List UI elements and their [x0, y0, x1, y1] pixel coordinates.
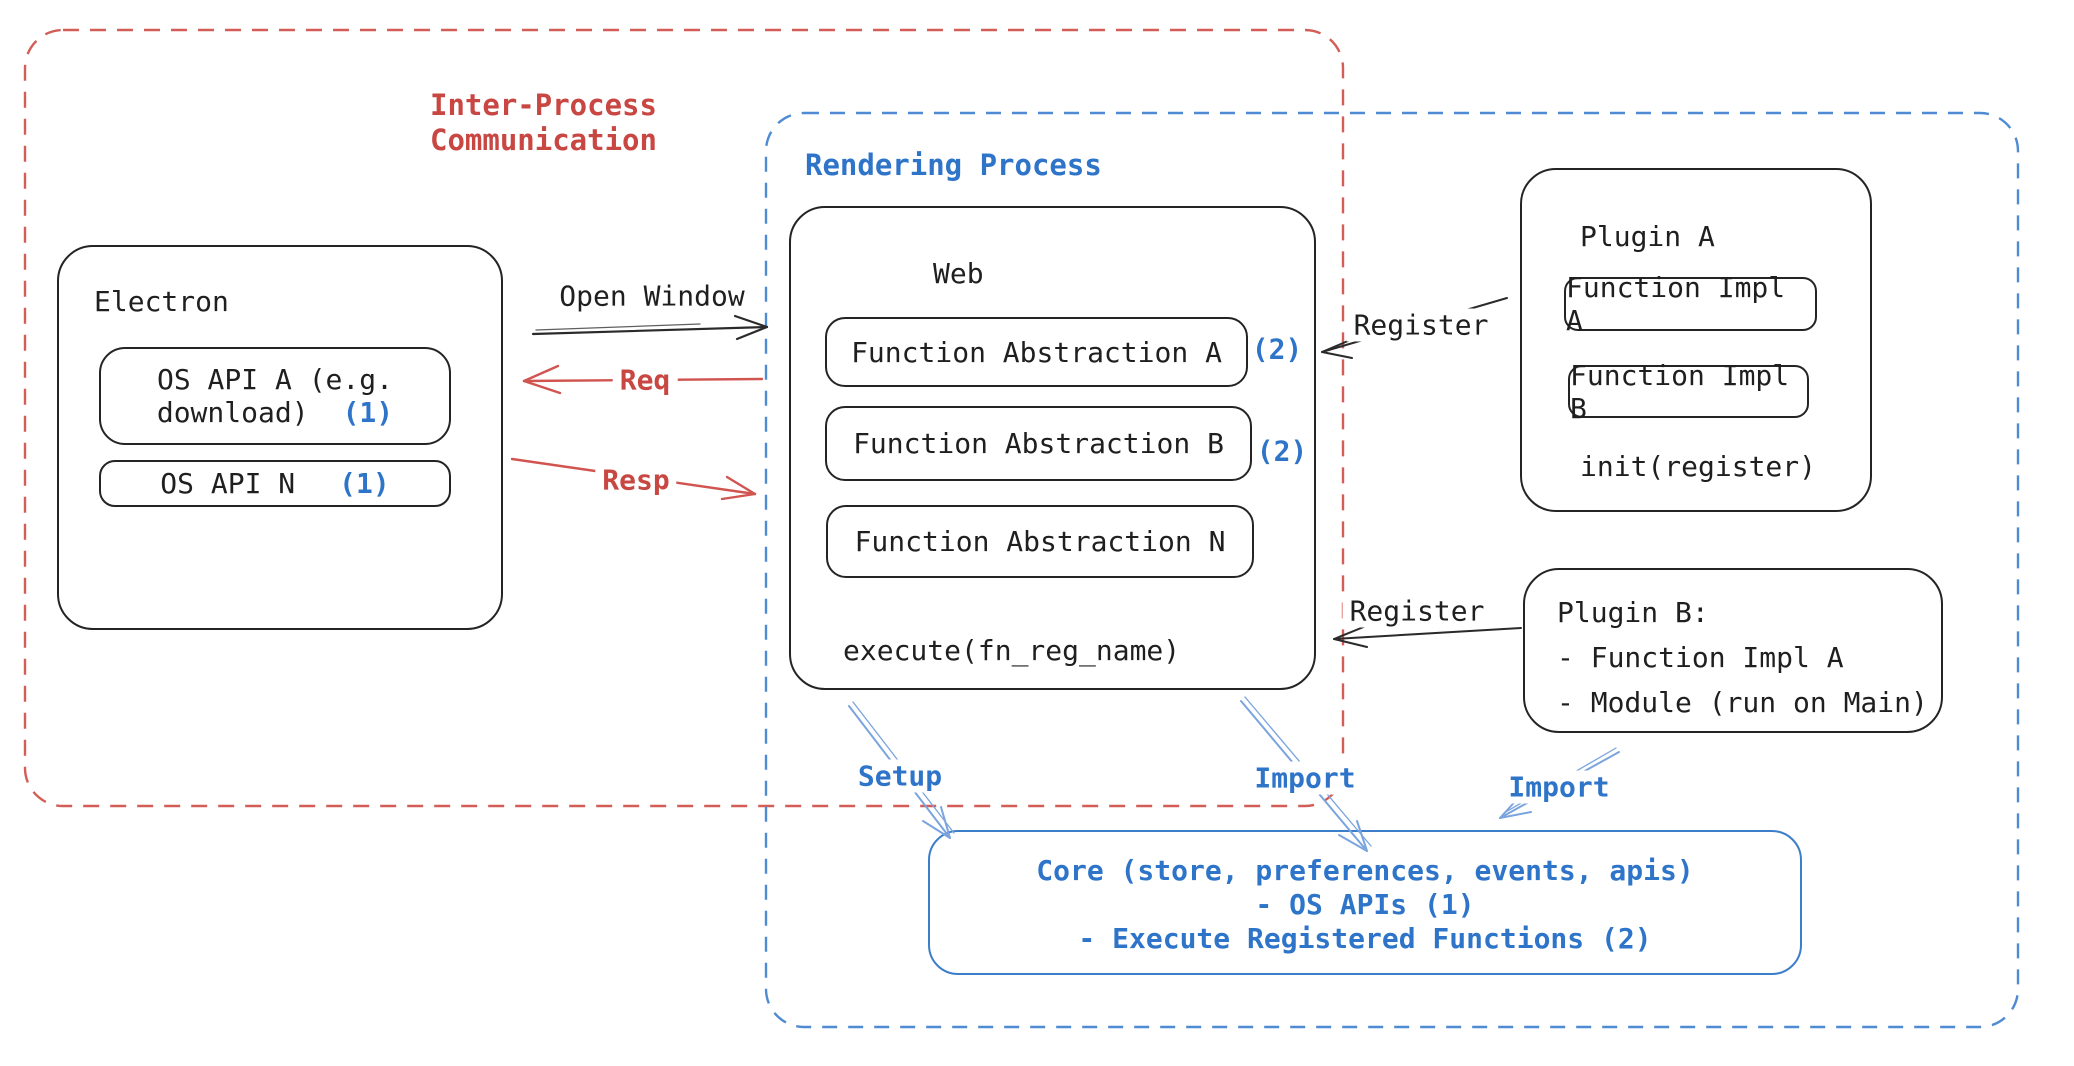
fn-abstraction-n-label: Function Abstraction N: [854, 525, 1226, 558]
open-window-label: Open Window: [559, 279, 745, 313]
fn-abstraction-b-box: Function Abstraction B: [825, 406, 1252, 481]
plugin-a-title: Plugin A: [1580, 220, 1715, 253]
core-line-3: - Execute Registered Functions (2): [1078, 922, 1652, 955]
setup-label: Setup: [850, 759, 950, 793]
core-line-1: Core (store, preferences, events, apis): [1036, 854, 1694, 887]
web-box: Web Function Abstraction A (2) Function …: [789, 206, 1316, 690]
electron-title: Electron: [94, 285, 229, 318]
os-api-n-tag: (1): [339, 467, 390, 500]
open-window-arrow: [531, 314, 769, 341]
import-mid-label: Import: [1247, 761, 1363, 795]
plugin-b-title: Plugin B:: [1557, 596, 1709, 629]
os-api-a-tag: (1): [342, 396, 394, 429]
register-top-label: Register: [1346, 308, 1496, 342]
import-right-label: Import: [1501, 770, 1617, 804]
req-label: Req: [612, 363, 678, 397]
fn-abstraction-a-box: Function Abstraction A: [825, 317, 1248, 387]
ipc-group-label: Inter-Process Communication: [430, 88, 657, 158]
fn-abstraction-b-tag: (2): [1256, 434, 1308, 468]
fn-abstraction-a-tag: (2): [1251, 332, 1303, 366]
fn-impl-a-box: Function Impl A: [1564, 271, 1817, 337]
os-api-a-box: OS API A (e.g. download) (1): [99, 347, 451, 445]
plugin-b-item-2: - Module (run on Main): [1557, 686, 1928, 719]
ipc-group-label-line1: Inter-Process: [430, 88, 657, 122]
fn-impl-b-box: Function Impl B: [1568, 358, 1809, 425]
electron-box: Electron OS API A (e.g. download) (1) OS…: [57, 245, 503, 630]
fn-impl-a-label: Function Impl A: [1566, 271, 1786, 337]
rendering-group-label: Rendering Process: [805, 148, 1102, 182]
register-bottom-arrow: [1333, 625, 1522, 648]
ipc-group-label-line2: Communication: [430, 123, 657, 157]
register-bottom-label: Register: [1342, 594, 1492, 628]
os-api-a-line1: OS API A (e.g.: [156, 363, 393, 396]
resp-label: Resp: [595, 463, 677, 497]
fn-abstraction-n-box: Function Abstraction N: [826, 505, 1254, 578]
execute-label: execute(fn_reg_name): [843, 634, 1181, 667]
fn-impl-b-label: Function Impl B: [1570, 358, 1790, 425]
plugin-b-box: Plugin B: - Function Impl A - Module (ru…: [1523, 568, 1943, 733]
plugin-a-box: Plugin A Function Impl A Function Impl B…: [1520, 168, 1872, 512]
plugin-b-item-1: - Function Impl A: [1557, 641, 1844, 674]
fn-abstraction-b-label: Function Abstraction B: [853, 427, 1224, 460]
core-box: Core (store, preferences, events, apis) …: [928, 830, 1802, 975]
os-api-a-line2: download): [156, 396, 309, 429]
web-title: Web: [933, 257, 984, 290]
os-api-n-box: OS API N (1): [99, 460, 451, 507]
core-line-2: - OS APIs (1): [1255, 888, 1475, 921]
fn-abstraction-a-label: Function Abstraction A: [851, 335, 1222, 369]
os-api-n-label: OS API N: [160, 467, 296, 500]
init-register-label: init(register): [1580, 450, 1817, 483]
